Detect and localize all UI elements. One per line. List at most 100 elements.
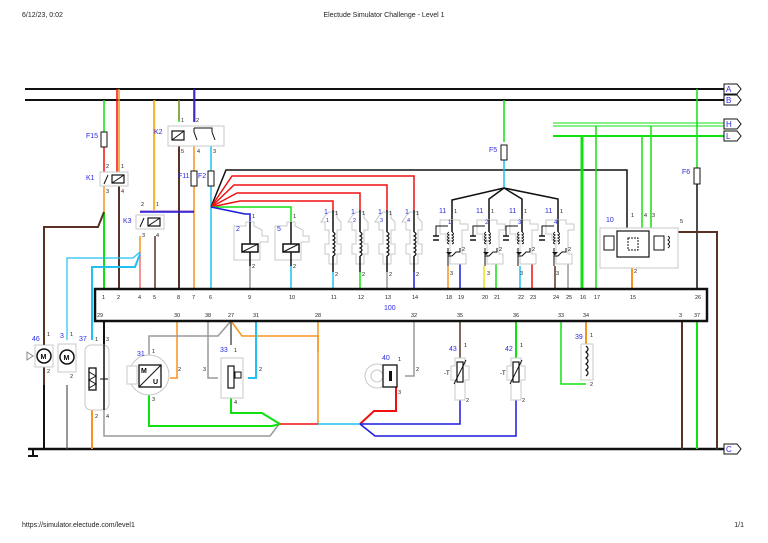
coil-label: 11	[476, 208, 483, 215]
pin-label: 1	[95, 337, 98, 343]
connector-c[interactable]: C	[723, 443, 742, 455]
ecu-pin-label: 17	[594, 295, 600, 301]
wire	[170, 321, 178, 379]
ecu-pin-label: 38	[205, 313, 211, 319]
pin-label: 2	[196, 118, 199, 124]
wire	[560, 321, 586, 385]
ecu-pin-label: 7	[192, 295, 195, 301]
fuse-f11[interactable]: F11	[178, 170, 198, 187]
spark-plug-index: 2	[353, 218, 356, 224]
fuse-f2[interactable]: F2	[198, 170, 215, 187]
pin-label: 4	[644, 213, 647, 219]
connector-a[interactable]: A	[723, 83, 742, 95]
wire	[210, 192, 361, 210]
pin-label: 2	[532, 247, 535, 253]
footer-url[interactable]: https://simulator.electude.com/level1	[22, 522, 135, 529]
pin-label: 4	[197, 149, 200, 155]
pin-label: 2	[568, 247, 571, 253]
fuse-f15-label: F15	[86, 133, 98, 140]
ecu-pin-label: 13	[385, 295, 391, 301]
ecu-pin-label: 16	[580, 295, 586, 301]
fuse-f5-label: F5	[489, 147, 497, 154]
pin-label: 3	[652, 213, 655, 219]
pin-label: 2	[416, 272, 419, 278]
ground-icon	[28, 449, 38, 457]
injector-2[interactable]: 2 1 2	[233, 214, 269, 270]
temp-sensor-43[interactable]: -T 43 1 2	[444, 343, 470, 404]
voltage-symbol: U	[153, 379, 158, 386]
pin-label: 2	[389, 272, 392, 278]
pin-label: 1	[121, 164, 124, 170]
wire	[210, 206, 251, 222]
pin-label: 1	[152, 349, 155, 355]
spark-plug-label: 1	[405, 209, 409, 216]
pin-label: 1	[234, 348, 237, 354]
pin-label: 1	[47, 332, 50, 338]
pin-label: 1	[520, 343, 523, 349]
relay-k1[interactable]: K1 2 1 3 4	[86, 164, 129, 195]
fan-motor-46[interactable]: M 46 1 2	[26, 321, 54, 375]
temp-symbol: -T	[444, 371, 450, 377]
temp-sensor-43-label: 43	[449, 346, 457, 353]
pin-label: 4	[234, 400, 237, 406]
connector-b[interactable]: B	[723, 94, 742, 106]
pin-label: 1	[335, 211, 338, 217]
idle-motor-31[interactable]: M U 31 1 2 3	[126, 349, 181, 403]
connector-c-label: C	[726, 445, 732, 454]
pin-label: 3	[556, 271, 559, 277]
connector-l[interactable]: L	[723, 130, 742, 142]
fuse-f5[interactable]: F5	[489, 144, 508, 161]
wire	[103, 410, 281, 437]
throttle-sensor-label: 33	[220, 347, 228, 354]
injector-5[interactable]: 5 1 2	[274, 214, 310, 270]
relay-k3[interactable]: K3 2 1 3 4	[123, 202, 165, 239]
pin-label: 2	[293, 264, 296, 270]
ecu-pin-label: 31	[253, 313, 259, 319]
temp-sensor-42[interactable]: -T 42 1 2	[500, 343, 526, 404]
connector-h[interactable]: H	[723, 118, 742, 130]
ecu-pin-label: 3	[679, 313, 682, 319]
pin-label: 2	[335, 272, 338, 278]
pin-label: 4	[106, 414, 109, 420]
solenoid-39[interactable]: 39 1 2	[575, 333, 594, 388]
knock-sensor-40[interactable]: 40 1 2 3	[364, 355, 419, 396]
wire	[360, 400, 461, 425]
throttle-sensor-33[interactable]: 33 1 2 3 4	[203, 347, 262, 406]
ecu-pin-label: 2	[117, 295, 120, 301]
spark-plug-index: 3	[380, 218, 383, 224]
throttle-module-10[interactable]: 10 1 4 3 5 2	[599, 213, 683, 275]
coil-index: 3	[518, 220, 522, 226]
fuel-pump-3[interactable]: M 3 1 2	[57, 332, 77, 380]
knock-sensor-label: 40	[382, 355, 390, 362]
fuse-f6[interactable]: F6	[682, 167, 701, 185]
pin-label: 1	[70, 332, 73, 338]
relay-k2-label: K2	[154, 129, 163, 136]
pin-label: 3	[520, 271, 523, 277]
relay-k2[interactable]: K2 1 2 5 4 3	[154, 118, 225, 155]
wire	[210, 169, 628, 230]
pin-label: 1	[416, 211, 419, 217]
coil-label: 11	[509, 208, 516, 215]
fuse-f15[interactable]: F15	[86, 131, 108, 148]
coil-label: 11	[545, 208, 552, 215]
idle-motor-label: 31	[137, 351, 145, 358]
motor-symbol: M	[64, 355, 70, 362]
wire	[211, 206, 292, 222]
pin-label: 1	[398, 357, 401, 363]
wire	[665, 231, 718, 449]
heater-label: 37	[79, 336, 87, 343]
fuse-f11-label: F11	[178, 173, 190, 180]
pin-label: 4	[121, 189, 124, 195]
ecu-pin-label: 14	[412, 295, 418, 301]
heater-37[interactable]: 37 1 3 2 4	[79, 336, 110, 420]
wire	[148, 394, 281, 427]
